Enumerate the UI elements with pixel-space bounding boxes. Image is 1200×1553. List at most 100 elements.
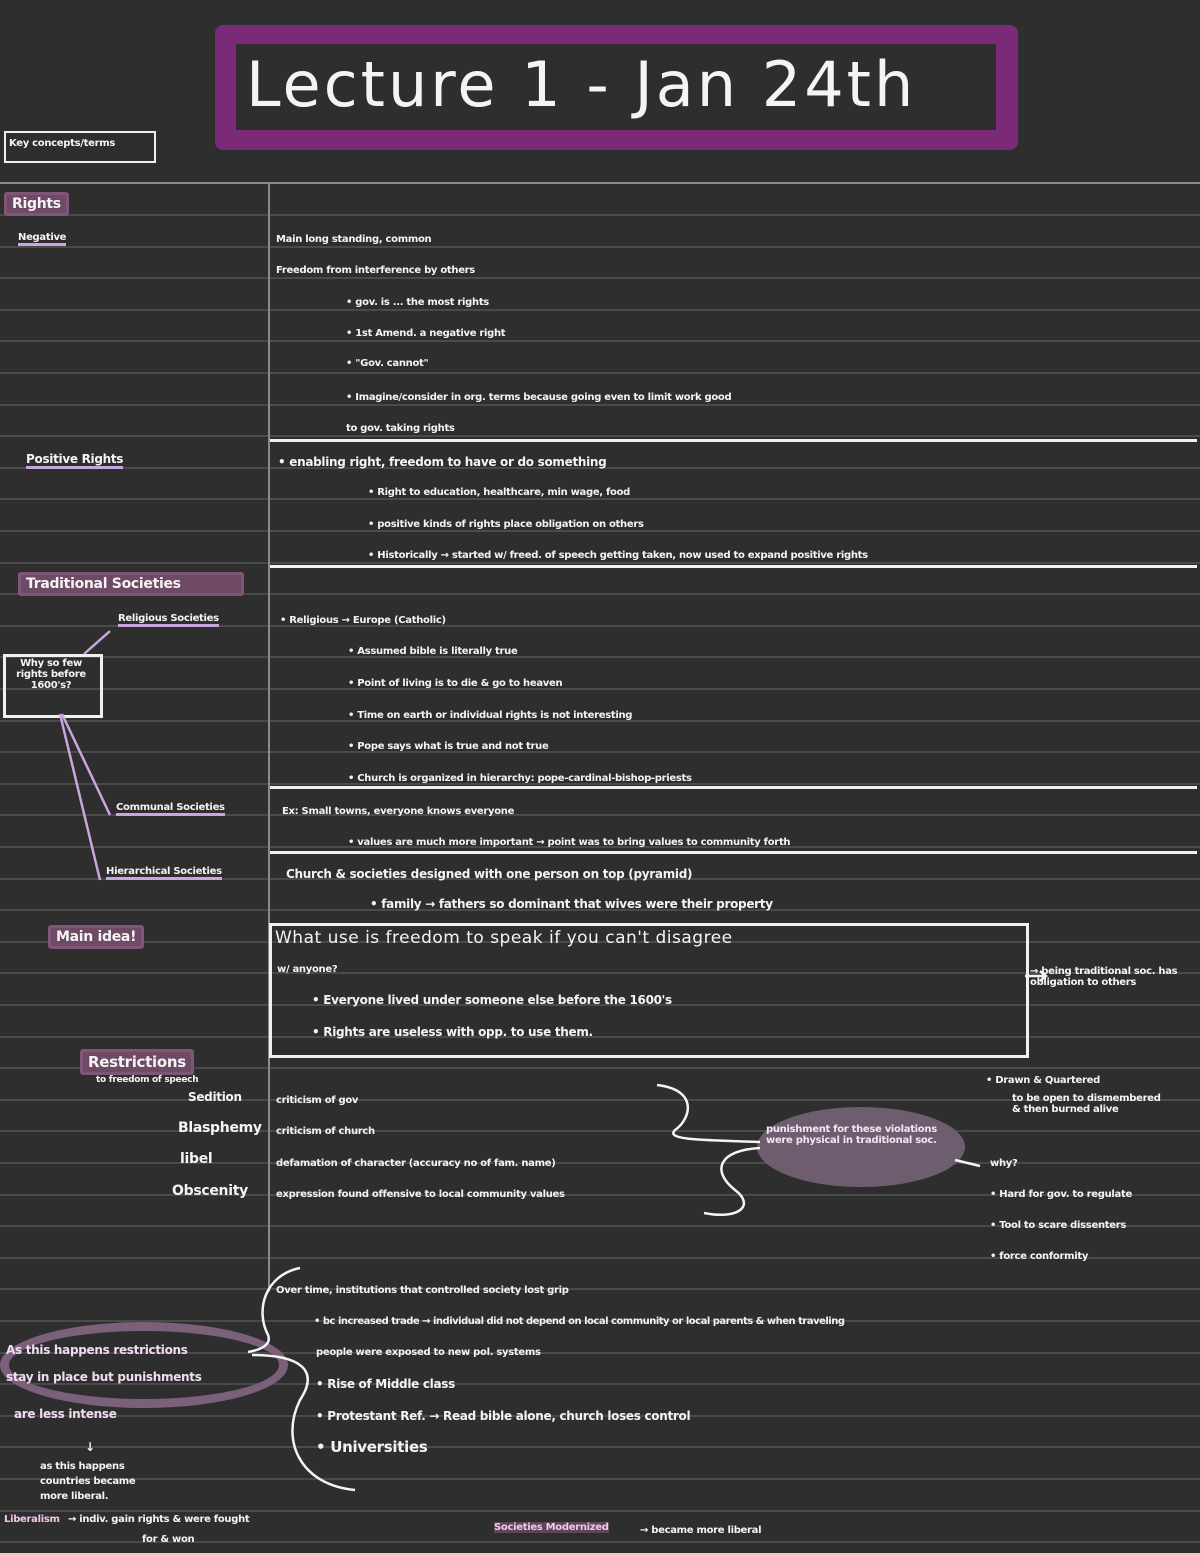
connector-line [58, 713, 102, 881]
brace-stroke [954, 1158, 981, 1168]
down-arrow-icon: ↓ [85, 1440, 95, 1454]
page-title: Lecture 1 - Jan 24th [246, 48, 917, 121]
ruled-line [0, 593, 1200, 595]
note-line: • Pope says what is true and not true [348, 741, 549, 752]
main-idea-line: What use is freedom to speak if you can'… [275, 928, 733, 948]
restriction-definition: criticism of church [276, 1126, 375, 1137]
ruled-line [0, 688, 1200, 690]
ruled-line [0, 878, 1200, 880]
restriction-definition: expression found offensive to local comm… [276, 1189, 565, 1200]
highlight-oval [0, 1322, 288, 1408]
ruled-line [0, 1446, 1200, 1448]
main-idea-line: • Rights are useless with opp. to use th… [312, 1025, 593, 1039]
ruled-line [0, 340, 1200, 342]
liberalism-text: → indiv. gain rights & were fought [68, 1514, 250, 1525]
note-line: to gov. taking rights [346, 423, 455, 434]
margin-line [268, 182, 270, 1292]
highlight-oval [757, 1107, 965, 1187]
ruled-line [0, 1383, 1200, 1385]
note-line: Main long standing, common [276, 234, 432, 245]
ruled-line [0, 562, 1200, 564]
header-divider [0, 182, 1200, 184]
restriction-definition: defamation of character (accuracy no of … [276, 1158, 556, 1169]
main-idea-line: • Everyone lived under someone else befo… [312, 993, 672, 1007]
section-divider [270, 851, 1197, 854]
ruled-line [0, 1352, 1200, 1354]
ruled-line [0, 372, 1200, 374]
right-note: to be open to dismembered & then burned … [1012, 1093, 1161, 1115]
ruled-line [0, 246, 1200, 248]
ruled-line [0, 941, 1200, 943]
section-divider [270, 439, 1197, 442]
liberalism-text: for & won [142, 1534, 195, 1545]
ruled-line [0, 309, 1200, 311]
ruled-line [0, 214, 1200, 216]
restriction-term: libel [180, 1151, 213, 1167]
ruled-line [0, 846, 1200, 848]
right-note: • Hard for gov. to regulate [990, 1189, 1132, 1200]
note-line: Freedom from interference by others [276, 265, 475, 276]
modernized-text: → became more liberal [640, 1525, 762, 1536]
traditional-societies-heading: Traditional Societies [18, 572, 244, 596]
positive-rights-label: Positive Rights [26, 452, 123, 469]
note-line: • Right to education, healthcare, min wa… [368, 487, 631, 498]
title-inner [236, 44, 996, 130]
brace-stroke [251, 1353, 356, 1492]
side-note-box [3, 654, 103, 718]
restriction-term: Obscenity [172, 1183, 248, 1199]
religious-label: Religious Societies [118, 613, 219, 627]
ruled-line [0, 656, 1200, 658]
ruled-line [0, 783, 1200, 785]
hierarchical-label: Hierarchical Societies [106, 866, 222, 880]
modernized-label: Societies Modernized [494, 1522, 609, 1533]
note-line: people were exposed to new pol. systems [316, 1347, 541, 1358]
left-note: As this happens restrictions [6, 1343, 188, 1357]
section-divider [270, 565, 1197, 568]
communal-label: Communal Societies [116, 802, 225, 816]
left-note: stay in place but punishments [6, 1370, 202, 1384]
ruled-line [0, 435, 1200, 437]
note-line: • enabling right, freedom to have or do … [278, 455, 607, 469]
connector-line [60, 713, 112, 816]
restriction-term: Sedition [188, 1090, 242, 1104]
ruled-line [0, 1004, 1200, 1006]
ruled-line [0, 530, 1200, 532]
ruled-line [0, 1478, 1200, 1480]
note-line: • bc increased trade → individual did no… [314, 1316, 845, 1327]
ruled-line [0, 1036, 1200, 1038]
ruled-line [0, 625, 1200, 627]
note-line: • Imagine/consider in org. terms because… [346, 392, 732, 403]
right-note: • Tool to scare dissenters [990, 1220, 1127, 1231]
left-note: are less intense [14, 1407, 117, 1421]
right-note: • Drawn & Quartered [986, 1075, 1100, 1086]
main-idea-box [269, 923, 1029, 1058]
note-line: • 1st Amend. a negative right [346, 328, 506, 339]
section-divider [270, 786, 1197, 789]
right-note: • force conformity [990, 1251, 1089, 1262]
ruled-line [0, 1099, 1200, 1101]
ruled-line [0, 404, 1200, 406]
restrictions-subheading: to freedom of speech [96, 1075, 199, 1085]
ruled-line [0, 1194, 1200, 1196]
ruled-line [0, 814, 1200, 816]
main-idea-line: w/ anyone? [277, 964, 338, 975]
note-line: • Point of living is to die & go to heav… [348, 678, 563, 689]
note-line: Ex: Small towns, everyone knows everyone [282, 806, 515, 817]
note-line: • values are much more important → point… [348, 837, 791, 848]
arrow-note: countries became [40, 1476, 136, 1487]
ruled-line [0, 972, 1200, 974]
note-line: • Church is organized in hierarchy: pope… [348, 773, 692, 784]
connector-line [83, 630, 111, 655]
ruled-line [0, 1130, 1200, 1132]
arrow-note: more liberal. [40, 1491, 109, 1502]
ruled-line [0, 467, 1200, 469]
note-line: Church & societies designed with one per… [286, 867, 693, 881]
right-note: why? [990, 1158, 1018, 1169]
note-line: • Time on earth or individual rights is … [348, 710, 633, 721]
main-idea-side-note: → being traditional soc. has obligation … [1030, 966, 1178, 988]
note-line: Over time, institutions that controlled … [276, 1285, 569, 1296]
key-box [4, 131, 156, 163]
arrow-note: as this happens [40, 1461, 125, 1472]
restriction-definition: criticism of gov [276, 1095, 359, 1106]
